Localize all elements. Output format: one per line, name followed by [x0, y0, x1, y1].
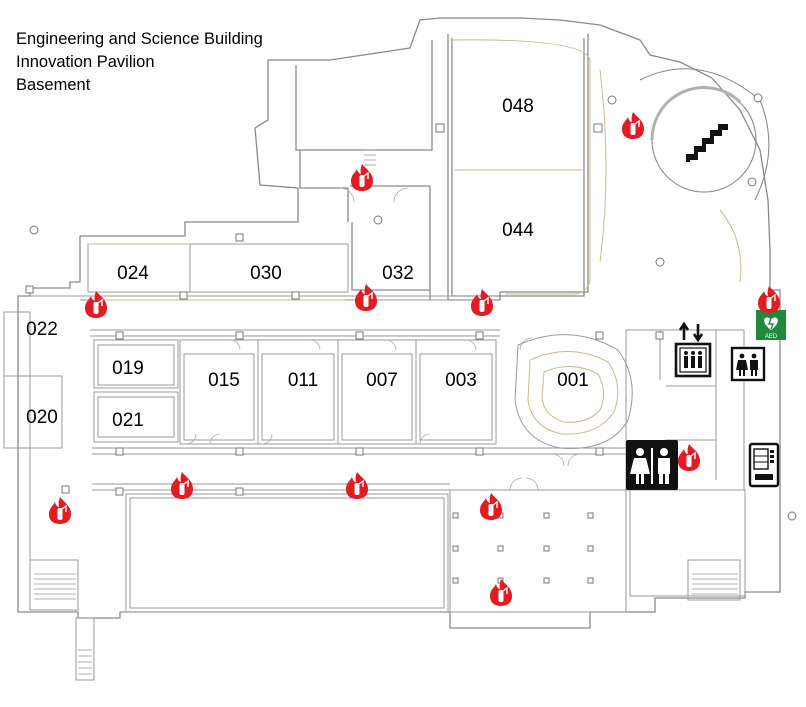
- fire-extinguisher-icon: [678, 444, 700, 471]
- aed-label: AED: [765, 334, 778, 340]
- room-015-label: 015: [208, 370, 240, 391]
- room-019-label: 019: [112, 358, 144, 379]
- room-011-label: 011: [287, 370, 319, 391]
- room-030-label: 030: [250, 263, 282, 284]
- accent-lines: [88, 39, 742, 301]
- vending-machine-icon: [748, 442, 780, 488]
- fire-extinguisher-icon: [85, 291, 107, 318]
- pavilion-name: Innovation Pavilion: [16, 53, 155, 71]
- building-outline: [17, 17, 781, 629]
- room-024-label: 024: [117, 263, 149, 284]
- fire-extinguisher-icon: [471, 289, 493, 316]
- fire-extinguisher-icon: [171, 472, 193, 499]
- columns: [25, 123, 664, 496]
- floor-name: Basement: [16, 76, 91, 94]
- fire-extinguisher-icon: [351, 164, 373, 191]
- restroom-icon: [626, 440, 678, 490]
- map-title: Engineering and Science Building Innovat…: [16, 28, 263, 97]
- fire-extinguisher-icon: [758, 286, 780, 313]
- aed-icon: AED: [756, 310, 786, 340]
- restroom-icon: [730, 346, 766, 382]
- room-001-label: 001: [557, 370, 589, 391]
- fire-extinguisher-icon: [480, 493, 502, 520]
- stairs-icon: [686, 124, 728, 162]
- interior-walls: [3, 243, 746, 681]
- room-020-label: 020: [26, 407, 58, 428]
- door-swings: [185, 187, 581, 491]
- room-032-label: 032: [382, 263, 414, 284]
- room-007-label: 007: [366, 370, 398, 391]
- stair-hatching: [34, 149, 738, 675]
- fire-extinguisher-icon: [355, 284, 377, 311]
- fire-extinguisher-icon: [346, 472, 368, 499]
- round-columns: [29, 93, 797, 521]
- fire-extinguisher-icon: [49, 497, 71, 524]
- room-022-label: 022: [26, 319, 58, 340]
- room-048-label: 048: [502, 96, 534, 117]
- lecture-hall-001: [514, 334, 633, 449]
- room-044-label: 044: [502, 220, 534, 241]
- fire-extinguisher-icon: [622, 112, 644, 139]
- building-name: Engineering and Science Building: [16, 30, 263, 48]
- elevator-icon: [674, 321, 712, 378]
- room-021-label: 021: [112, 410, 144, 431]
- room-003-label: 003: [445, 370, 477, 391]
- fire-extinguishers: [49, 112, 780, 606]
- fire-extinguisher-icon: [490, 579, 512, 606]
- hall-columns: [452, 512, 594, 584]
